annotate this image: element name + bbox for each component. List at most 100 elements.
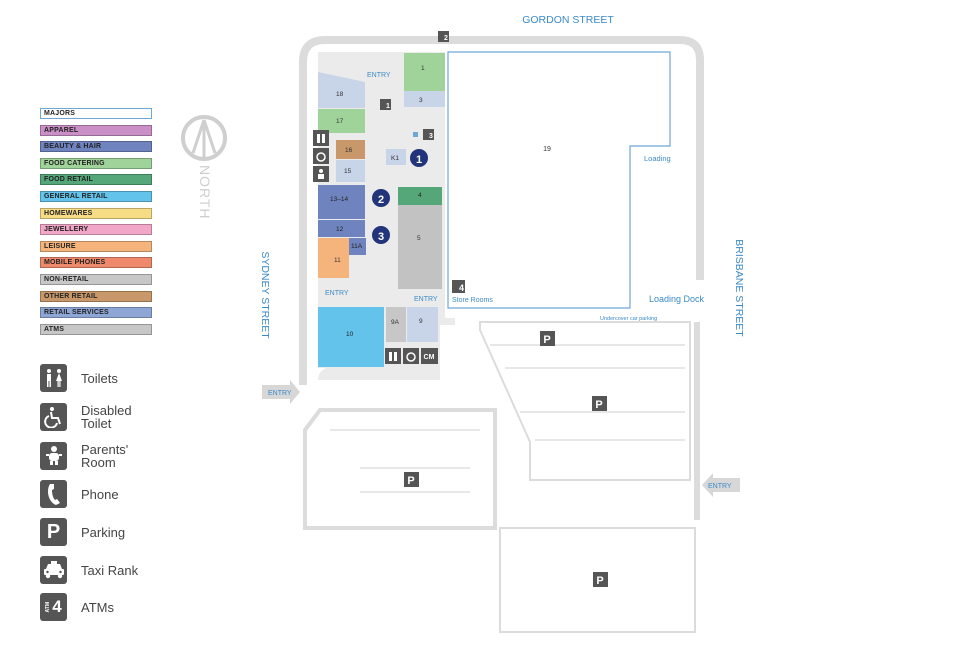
legend-item-apparel[interactable]: APPAREL xyxy=(40,124,152,136)
parking-sign-4-label: P xyxy=(596,575,603,587)
legend-label: Phone xyxy=(81,486,119,502)
legend-disabled-toilet: Disabled Toilet xyxy=(40,403,132,431)
parking-sign-3-label: P xyxy=(407,475,414,487)
brisbane-street-label: BRISBANE STREET xyxy=(733,239,745,337)
parents-room-icon xyxy=(40,442,67,470)
shop-3-label: 3 xyxy=(419,97,423,104)
shop-9[interactable] xyxy=(407,307,438,342)
toilets-map-icon xyxy=(313,130,329,146)
shop-5-label: 5 xyxy=(417,235,421,242)
shop-9-label: 9 xyxy=(419,318,423,325)
shop-3[interactable] xyxy=(404,91,445,107)
shop-15[interactable] xyxy=(336,160,365,182)
shop-10[interactable] xyxy=(318,307,384,367)
loading-label: Loading xyxy=(644,154,671,163)
legend-item-non-retail[interactable]: NON-RETAIL xyxy=(40,273,152,285)
shop-17[interactable] xyxy=(318,109,365,133)
shop-11a-label: 11A xyxy=(351,243,363,250)
shop-16[interactable] xyxy=(336,140,365,159)
shop-11-label: 11 xyxy=(334,257,341,264)
atm-2-icon: 2 xyxy=(438,31,449,42)
atm-3-icon: 3 xyxy=(423,129,434,140)
toilets-icon xyxy=(40,364,67,392)
category-legend: MAJORS APPAREL BEAUTY & HAIR FOOD CATERING F… xyxy=(40,108,152,340)
legend-item-beauty-hair[interactable]: BEAUTY & HAIR xyxy=(40,141,152,153)
phone-icon xyxy=(40,480,67,508)
legend-item-other-retail[interactable]: OTHER RETAIL xyxy=(40,290,152,302)
marker-2[interactable]: 2 xyxy=(372,189,390,207)
legend-item-food-retail[interactable]: FOOD RETAIL xyxy=(40,174,152,186)
west-carpark[interactable] xyxy=(303,408,497,530)
entry-east-arrow-label: ENTRY xyxy=(708,483,732,490)
legend-item-leisure[interactable]: LEISURE xyxy=(40,240,152,252)
legend-item-retail-services[interactable]: RETAIL SERVICES xyxy=(40,307,152,319)
legend-item-majors[interactable]: MAJORS xyxy=(40,108,152,119)
shop-18[interactable] xyxy=(318,72,365,108)
shop-18-label: 18 xyxy=(336,91,344,98)
legend-item-homewares[interactable]: HOMEWARES xyxy=(40,207,152,219)
shop-12-label: 12 xyxy=(336,226,344,233)
shop-1-label: 1 xyxy=(421,65,425,72)
shop-5[interactable] xyxy=(398,205,442,289)
marker-3[interactable]: 3 xyxy=(372,226,390,244)
shop-15-label: 15 xyxy=(344,168,352,175)
legend-label: Disabled Toilet xyxy=(81,403,132,431)
undercover-carpark[interactable] xyxy=(479,321,691,481)
legend-label: Parents' Room xyxy=(81,442,129,470)
parking-sign-4: P xyxy=(593,572,608,587)
atm-3-number: 3 xyxy=(429,133,433,140)
north-compass: NORTH xyxy=(181,115,227,220)
shop-13-14-label: 13–14 xyxy=(330,196,348,203)
shop-9a[interactable] xyxy=(386,307,406,342)
disabled-toilet-south-icon xyxy=(403,348,419,364)
entry-west-arrow-label: ENTRY xyxy=(268,390,292,397)
marker-1[interactable]: 1 xyxy=(410,149,428,167)
atm-1-icon: 1 xyxy=(380,99,391,110)
shop-11a[interactable] xyxy=(349,238,366,255)
shop-17-label: 17 xyxy=(336,118,344,125)
entry-arrow-west: ENTRY xyxy=(262,380,300,404)
entry-arrow-east: ENTRY xyxy=(702,473,740,497)
legend-item-jewellery[interactable]: JEWELLERY xyxy=(40,224,152,236)
shop-10-label: 10 xyxy=(346,331,354,338)
store-19[interactable] xyxy=(447,51,671,309)
shop-13-14[interactable] xyxy=(318,185,365,219)
taxi-icon xyxy=(40,556,67,584)
legend-label: Taxi Rank xyxy=(81,562,139,578)
building-lower xyxy=(318,368,440,380)
legend-label: ATMs xyxy=(81,599,114,615)
disabled-toilet-icon xyxy=(40,403,67,431)
shop-11[interactable] xyxy=(318,238,349,278)
toilets-south-icon xyxy=(385,348,401,364)
marker-1-label: 1 xyxy=(416,154,422,166)
parking-sign-2-label: P xyxy=(595,399,602,411)
entry-south-label: ENTRY xyxy=(414,296,438,303)
legend-item-general-retail[interactable]: GENERAL RETAIL xyxy=(40,190,152,202)
shop-4-label: 4 xyxy=(418,192,422,199)
cm-label: CM xyxy=(424,354,435,361)
parking-sign-3: P xyxy=(404,472,419,487)
shop-1[interactable] xyxy=(404,53,445,91)
gordon-street-label: GORDON STREET xyxy=(522,14,614,26)
shop-16-label: 16 xyxy=(345,147,353,154)
parking-sign-1: P xyxy=(540,331,555,346)
legend-item-atms[interactable]: ATMS xyxy=(40,323,152,335)
undercover-label: Undercover car parking xyxy=(600,316,657,322)
atm-4-number: 4 xyxy=(459,283,464,293)
shop-9a-label: 9A xyxy=(391,319,400,326)
legend-label: Parking xyxy=(81,524,126,540)
legend-item-food-catering[interactable]: FOOD CATERING xyxy=(40,157,152,169)
legend-taxi: Taxi Rank xyxy=(40,556,138,584)
parking-bays-1 xyxy=(490,344,685,441)
store-19-label: 19 xyxy=(543,146,551,153)
shop-4[interactable] xyxy=(398,187,442,205)
marker-2-label: 2 xyxy=(378,194,384,206)
kiosk-k1[interactable] xyxy=(386,149,406,165)
legend-item-mobile-phones[interactable]: MOBILE PHONES xyxy=(40,257,152,269)
shop-12[interactable] xyxy=(318,220,365,237)
entry-north-label: ENTRY xyxy=(367,72,391,79)
store-rooms-label: Store Rooms xyxy=(452,297,493,304)
